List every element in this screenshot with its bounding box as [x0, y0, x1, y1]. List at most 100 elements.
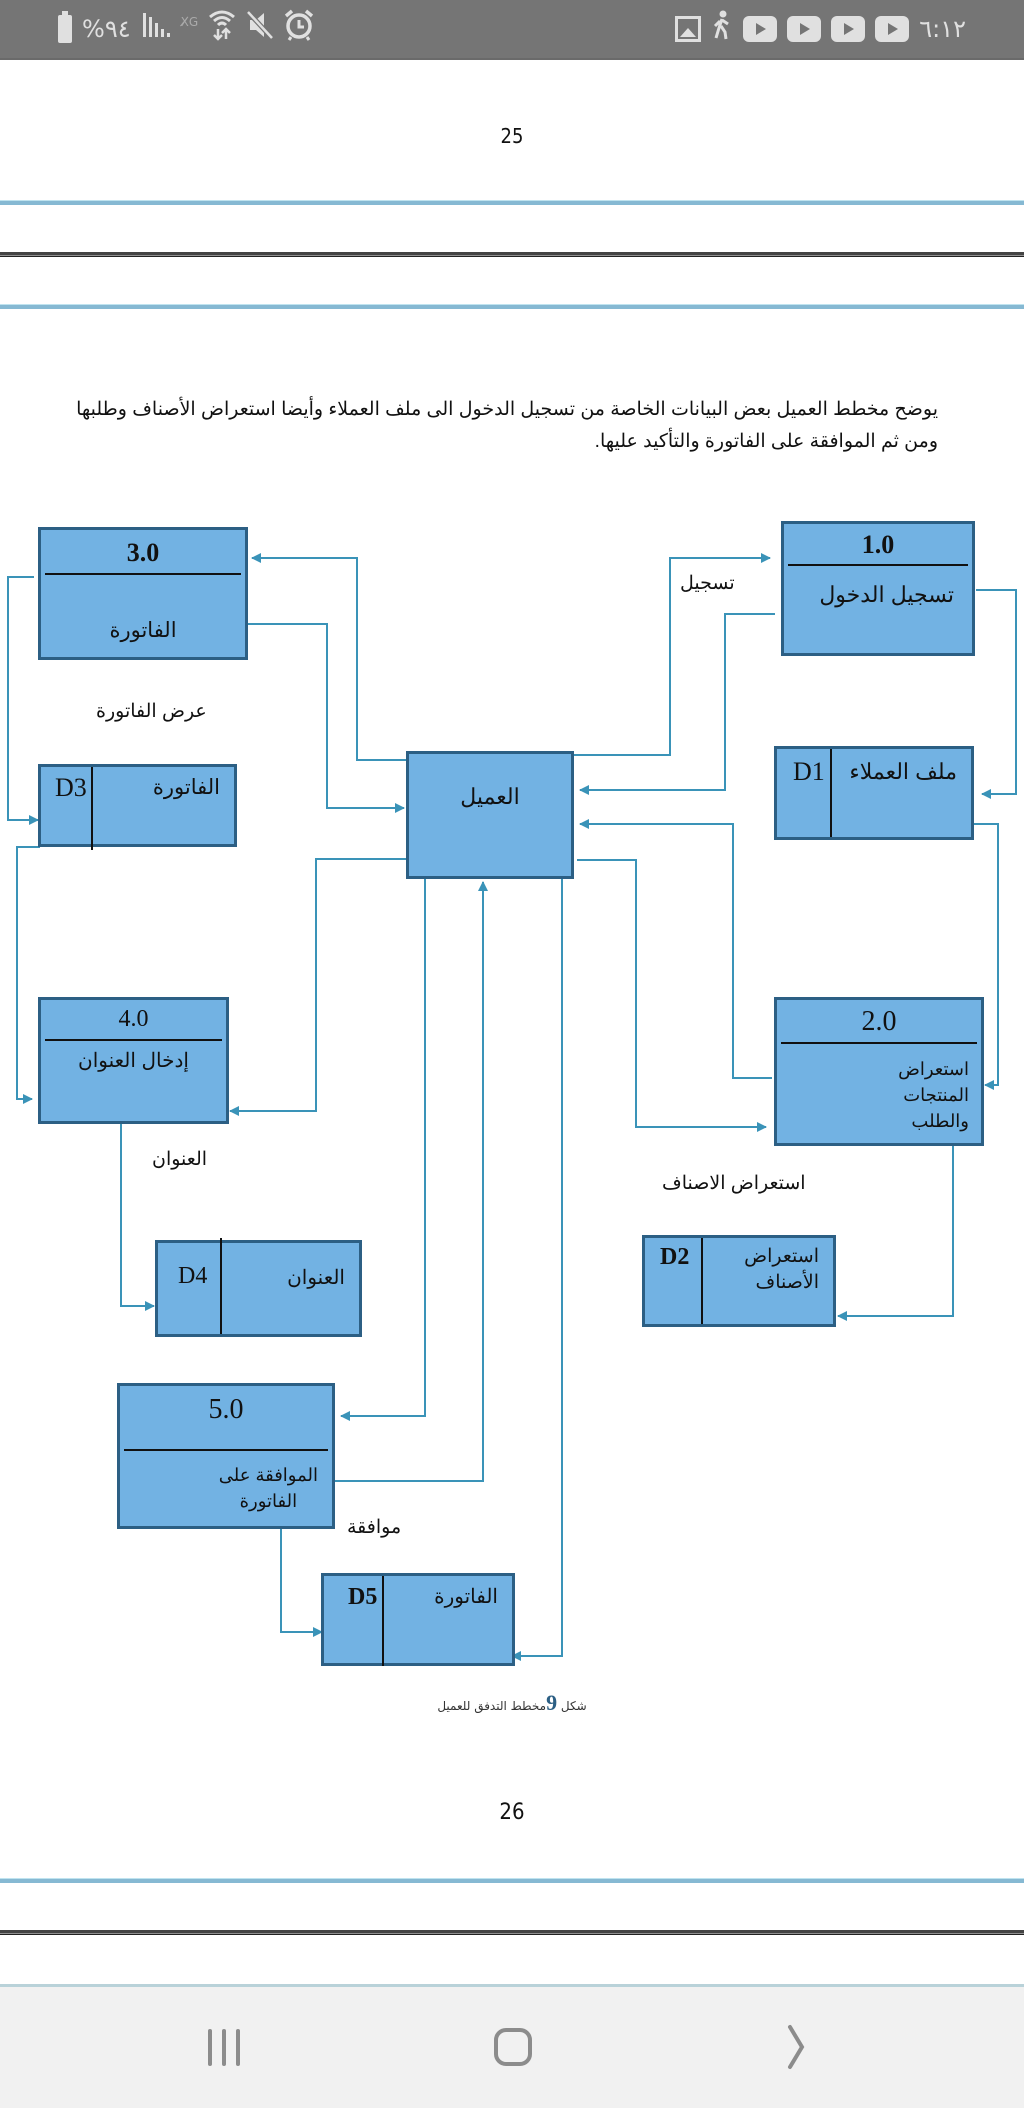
youtube-icon	[875, 16, 910, 42]
process-2-label-line: المنتجات	[903, 1085, 969, 1105]
store-d2-label: استعراض الأصناف	[744, 1244, 819, 1296]
battery-level: %٩٤	[82, 15, 131, 43]
flow-label-approval: موافقة	[347, 1517, 402, 1538]
store-d2-label-line: الأصناف	[755, 1272, 819, 1293]
intro-line-2: ومن ثم الموافقة على الفاتورة والتأكيد عل…	[594, 431, 938, 452]
flow-customer-to-browse	[577, 859, 767, 1132]
gallery-icon	[675, 16, 702, 42]
process-divider	[781, 1042, 977, 1044]
youtube-icon	[743, 16, 778, 42]
flow-label-show-invoice: عرض الفاتورة	[96, 701, 207, 722]
recent-apps-icon	[222, 2029, 226, 2066]
flow-customer-to-d5	[511, 878, 563, 1661]
activity-icon	[711, 10, 733, 49]
flow-lines	[7, 553, 1017, 1661]
process-2-id: 2.0	[861, 1006, 897, 1037]
page-break-divider	[0, 1930, 1024, 1935]
battery-icon	[58, 11, 72, 43]
chevron-right-icon	[788, 2025, 805, 2069]
home-icon	[494, 2028, 532, 2066]
process-divider	[45, 573, 241, 575]
flow-approval-to-customer	[334, 881, 488, 1482]
process-2-browse-order[interactable]: 2.0 استعراض المنتجات والطلب	[774, 997, 984, 1146]
page-break-divider	[0, 252, 1024, 257]
clock: ٦:١٢	[919, 15, 966, 43]
store-divider	[701, 1238, 703, 1324]
mobile-data-off-icon: X̸G	[180, 15, 199, 29]
store-d3-invoice[interactable]: D3 الفاتورة	[38, 764, 237, 850]
caption-prefix: شكل	[560, 1699, 587, 1713]
process-3-id: 3.0	[126, 538, 160, 567]
page-footer-rule	[0, 1878, 1024, 1883]
page-number-bottom: 26	[499, 1800, 525, 1825]
process-1-login[interactable]: 1.0 تسجيل الدخول	[781, 521, 975, 656]
store-divider	[220, 1238, 222, 1334]
signal-icon	[141, 11, 171, 48]
store-d5-invoice[interactable]: D5 الفاتورة	[321, 1573, 515, 1666]
data-flow-diagram: العميل 1.0 تسجيل الدخول 2.0 استعراض المن…	[0, 500, 1024, 1730]
flow-customer-to-approval	[340, 879, 426, 1421]
entity-customer-label: العميل	[460, 784, 520, 809]
store-d2-browse-categories[interactable]: D2 استعراض الأصناف	[642, 1235, 836, 1327]
youtube-icon	[831, 16, 866, 42]
process-5-label-line: الموافقة على	[218, 1465, 318, 1485]
figure-caption: شكل 9مخطط التدفق للعميل	[0, 1690, 1024, 1716]
flow-login-to-d1	[976, 589, 1017, 799]
store-d1-customer-file[interactable]: D1 ملف العملاء	[774, 746, 974, 840]
process-3-invoice[interactable]: 3.0 الفاتورة	[38, 527, 248, 660]
process-divider	[45, 1039, 222, 1041]
process-2-label-line: والطلب	[911, 1111, 969, 1131]
store-d5-label: الفاتورة	[434, 1586, 498, 1608]
store-d3-label: الفاتورة	[152, 776, 220, 799]
process-1-label: تسجيل الدخول	[819, 582, 954, 607]
flow-label-register: تسجيل	[680, 573, 735, 594]
flow-d1-to-browse	[968, 823, 999, 1090]
process-3-label: الفاتورة	[109, 619, 177, 642]
recent-apps-button[interactable]	[200, 2017, 260, 2077]
intro-paragraph: يوضح مخطط العميل بعض البيانات الخاصة من …	[60, 394, 938, 458]
process-4-enter-address[interactable]: 4.0 إدخال العنوان	[38, 997, 229, 1124]
process-5-approve-invoice[interactable]: 5.0 الموافقة على الفاتورة	[117, 1383, 335, 1529]
process-2-label-line: استعراض	[898, 1059, 969, 1079]
flow-label-address: العنوان	[152, 1149, 208, 1170]
flow-invoice-to-customer	[248, 623, 405, 813]
process-4-id: 4.0	[118, 1006, 149, 1032]
store-d2-label-line: استعراض	[744, 1246, 819, 1267]
store-divider	[91, 767, 93, 850]
flow-browse-to-customer	[579, 819, 772, 1079]
status-bar: %٩٤ X̸G ٦:١٢	[0, 0, 1024, 60]
wifi-icon	[208, 9, 236, 50]
store-d1-id: D1	[793, 757, 825, 786]
store-d4-id: D4	[178, 1263, 208, 1289]
store-d5-id: D5	[348, 1584, 378, 1610]
process-5-id: 5.0	[208, 1394, 244, 1425]
status-notification-icons: ٦:١٢	[675, 10, 966, 49]
store-d4-label: العنوان	[287, 1267, 345, 1289]
page-header-rule	[0, 304, 1024, 309]
recent-apps-icon	[208, 2029, 212, 2066]
home-button[interactable]	[482, 2017, 542, 2077]
store-d4-address[interactable]: D4 العنوان	[155, 1238, 362, 1337]
process-2-label: استعراض المنتجات والطلب	[898, 1056, 969, 1134]
flow-customer-to-address	[229, 858, 406, 1116]
mute-icon	[246, 9, 274, 49]
flow-address-to-d4	[120, 1124, 155, 1311]
store-divider	[382, 1576, 384, 1666]
flow-label-browse-categories: استعراض الاصناف	[662, 1173, 806, 1194]
flow-browse-to-d2	[837, 1140, 954, 1321]
flow-invoice-to-d3	[7, 576, 39, 825]
store-d3-id: D3	[55, 773, 87, 802]
process-divider	[124, 1449, 328, 1451]
caption-text: مخطط التدفق للعميل	[437, 1699, 547, 1713]
process-4-label: إدخال العنوان	[78, 1050, 189, 1072]
process-divider	[788, 564, 968, 566]
recent-apps-icon	[236, 2029, 240, 2066]
status-system-icons: %٩٤ X̸G	[58, 9, 314, 49]
back-button[interactable]	[770, 2017, 830, 2077]
process-5-label-line: الفاتورة	[239, 1491, 298, 1511]
flow-login-to-customer	[579, 613, 775, 795]
youtube-icon	[787, 16, 822, 42]
process-1-id: 1.0	[861, 530, 895, 559]
entity-customer[interactable]: العميل	[406, 751, 574, 879]
process-5-label: الموافقة على الفاتورة	[219, 1462, 318, 1514]
